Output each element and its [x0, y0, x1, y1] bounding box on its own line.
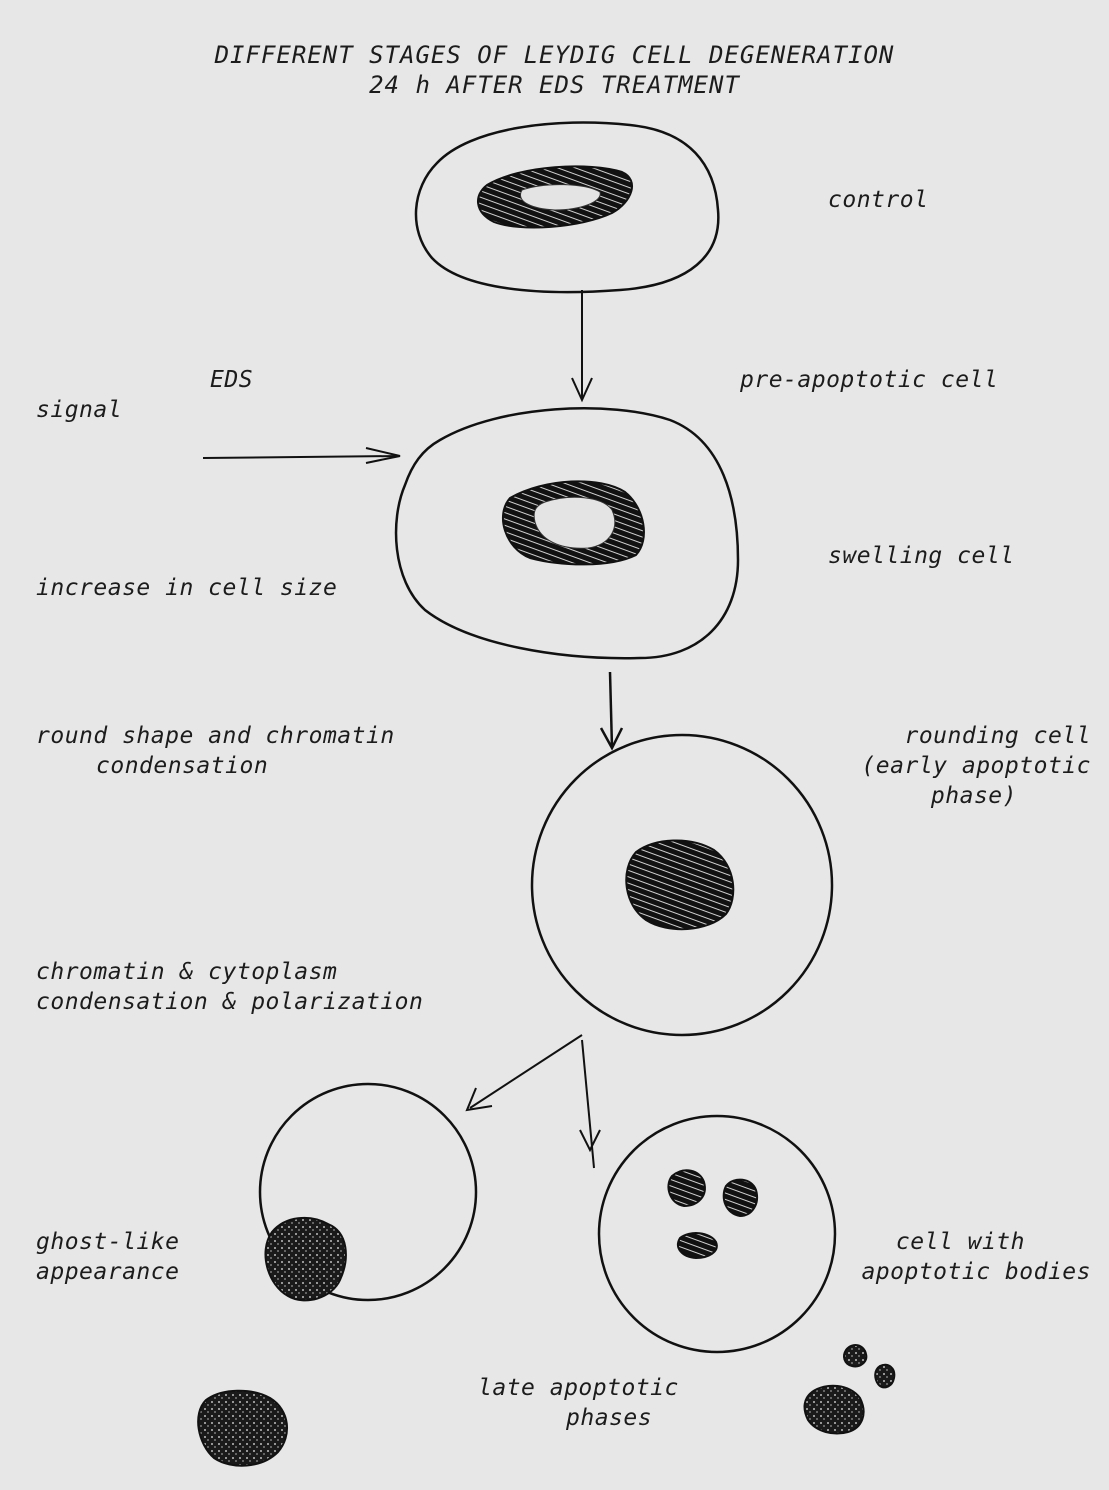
- label-ghost-like-line-2: appearance: [36, 1258, 179, 1287]
- late-fragment-right-small-1: [844, 1345, 866, 1366]
- label-condensation-line-1: chromatin & cytoplasm: [36, 958, 337, 987]
- late-fragment-right-large: [805, 1386, 864, 1434]
- label-control: control: [828, 186, 928, 215]
- late-fragment-right-small-2: [875, 1365, 894, 1388]
- label-increase-in-cell-size: increase in cell size: [36, 574, 337, 603]
- arrow-swelling-to-rounding: [610, 672, 612, 748]
- title-line-1: DIFFERENT STAGES OF LEYDIG CELL DEGENERA…: [0, 40, 1109, 70]
- label-rounding-cell-line-2: (early apoptotic: [861, 752, 1091, 781]
- label-round-shape-line-2: condensation: [96, 752, 268, 781]
- label-swelling-cell: swelling cell: [828, 542, 1015, 571]
- label-late-apoptotic-line-2: phases: [566, 1404, 652, 1433]
- label-condensation-line-2: condensation & polarization: [36, 988, 423, 1017]
- label-apoptotic-bodies-line-2: apoptotic bodies: [861, 1258, 1091, 1287]
- label-late-apoptotic-line-1: late apoptotic: [478, 1374, 679, 1403]
- rounding-nucleus: [626, 840, 733, 929]
- apoptotic-bodies-cell-outline: [599, 1116, 835, 1352]
- late-fragment-left: [198, 1391, 287, 1466]
- label-apoptotic-bodies-line-1: cell with: [896, 1228, 1025, 1257]
- arrow-to-apoptotic-bodies-cell: [582, 1040, 594, 1168]
- apoptotic-body-3: [678, 1233, 717, 1258]
- label-rounding-cell-line-3: phase): [931, 782, 1017, 811]
- arrow-to-ghost-cell: [470, 1035, 582, 1108]
- label-pre-apoptotic-cell: pre-apoptotic cell: [740, 366, 998, 395]
- apoptotic-body-2: [724, 1180, 757, 1216]
- label-eds: EDS: [210, 366, 253, 395]
- label-ghost-like-line-1: ghost-like: [36, 1228, 179, 1257]
- diagram-title: DIFFERENT STAGES OF LEYDIG CELL DEGENERA…: [0, 40, 1109, 100]
- apoptotic-body-1: [668, 1170, 704, 1206]
- ghost-cell-condensed-mass: [265, 1218, 345, 1300]
- label-round-shape-line-1: round shape and chromatin: [36, 722, 395, 751]
- label-signal: signal: [36, 396, 122, 425]
- label-rounding-cell-line-1: rounding cell: [904, 722, 1091, 751]
- title-line-2: 24 h AFTER EDS TREATMENT: [0, 70, 1109, 100]
- eds-signal-arrow: [203, 456, 400, 458]
